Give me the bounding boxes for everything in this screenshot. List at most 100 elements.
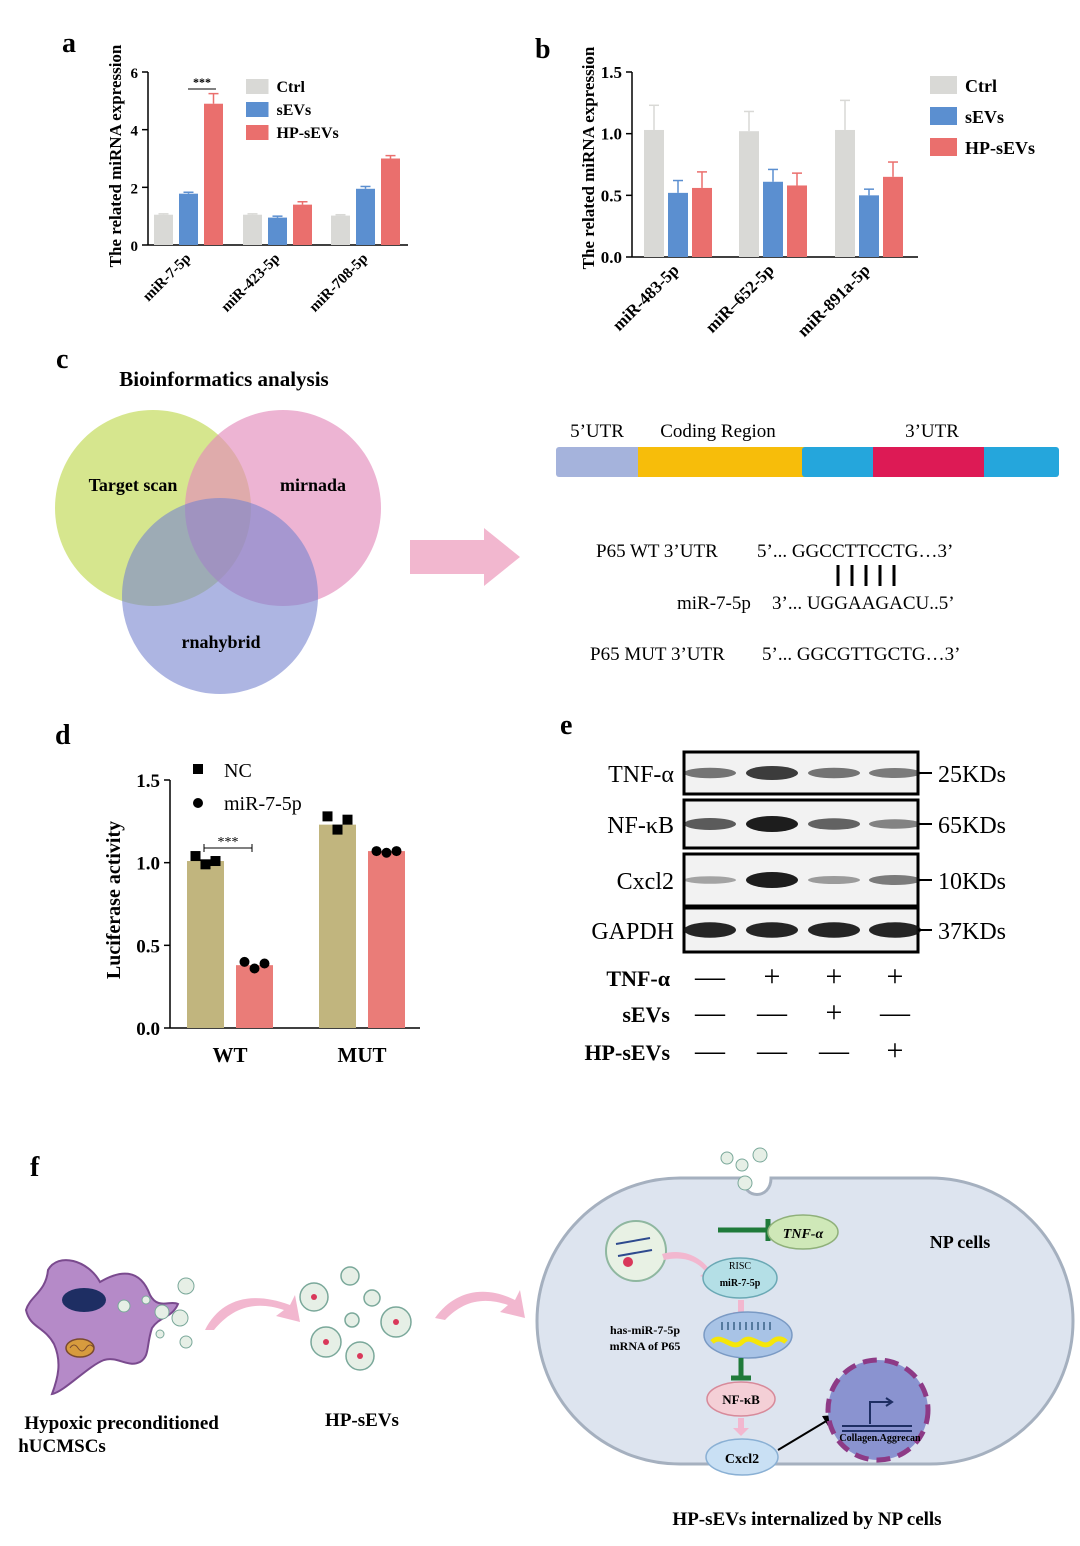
mrna-complex — [703, 1311, 793, 1359]
blot-band — [808, 818, 860, 830]
arrow-c — [410, 528, 520, 586]
blot-band — [746, 872, 798, 888]
nfkb-label: NF-κB — [722, 1392, 760, 1407]
chart-d-annotation: *** — [218, 835, 239, 850]
treatment-label: sEVs — [622, 1002, 670, 1027]
risc-mir-label: miR-7-5p — [720, 1278, 761, 1289]
hp-sevs-label: HP-sEVs — [325, 1410, 399, 1431]
data-point-nc — [210, 856, 221, 867]
mir-label: miR-7-5p — [677, 593, 751, 614]
bar-sevs — [859, 195, 879, 257]
data-point-mir — [381, 847, 392, 858]
bar-hp-sevs — [381, 158, 400, 245]
utr-bar: 5’UTR Coding Region 3’UTR — [556, 421, 1059, 477]
bar-sevs — [356, 188, 375, 245]
utr-label-coding: Coding Region — [660, 421, 776, 442]
y-tick-label: 1.0 — [601, 125, 622, 144]
tnf-ellipse — [767, 1214, 839, 1250]
plus-sign: + — [887, 960, 904, 993]
chart-a-significance: *** — [188, 75, 216, 90]
chart-d-significance: *** — [203, 835, 253, 852]
legend-label: sEVs — [277, 102, 312, 119]
blot-size-label: 37KDs — [938, 919, 1006, 945]
blot-band — [808, 922, 860, 938]
blot-band — [869, 819, 921, 829]
blot-band — [869, 768, 921, 778]
bar-ctrl — [644, 129, 664, 257]
legend-swatch-sevs — [246, 102, 269, 117]
minus-sign: — — [694, 960, 726, 993]
y-tick-label: 1.5 — [601, 63, 622, 82]
bar-nc — [319, 824, 356, 1028]
blot-band — [684, 922, 736, 938]
msc-cell-body — [24, 1259, 180, 1396]
chart-a-ylabel: The related miRNA expression — [106, 44, 125, 267]
legend-label: Ctrl — [965, 76, 997, 96]
legend-marker-nc — [193, 764, 203, 774]
nfkb-ellipse — [706, 1381, 776, 1417]
y-tick-label: 0.5 — [601, 186, 622, 205]
legend-marker-mir — [193, 798, 203, 808]
blot-band — [684, 767, 736, 779]
x-tick-label: miR-7-5p — [140, 251, 194, 305]
chart-d-ylabel: Luciferase activity — [103, 821, 125, 979]
blot-band — [869, 922, 921, 938]
panel-letter-a: a — [62, 28, 76, 59]
bar-ctrl — [331, 215, 350, 245]
chart-b-ylabel: The related miRNA expression — [579, 46, 598, 269]
blot-band — [808, 876, 860, 884]
blot-size-label: 25KDs — [938, 762, 1006, 788]
mir-sequence: 3’... UGGAAGACU..5’ — [772, 593, 955, 614]
bar-sevs — [668, 192, 688, 257]
utr-label-3: 3’UTR — [905, 421, 959, 442]
blot-band — [746, 922, 798, 938]
panel-letter-d: d — [55, 720, 71, 751]
np-cell-membrane — [535, 1176, 1075, 1466]
minus-sign: — — [694, 1034, 726, 1067]
blot-protein-label: NF-κB — [607, 813, 674, 839]
panel-f-caption: HP-sEVs internalized by NP cells — [672, 1509, 941, 1530]
bar-hp-sevs — [293, 204, 312, 245]
blot-protein-label: GAPDH — [591, 919, 674, 945]
panel-c-title: Bioinformatics analysis — [119, 367, 328, 391]
data-point-nc — [200, 859, 211, 870]
risc-complex — [702, 1257, 778, 1299]
bar-hp-sevs — [787, 185, 807, 257]
panel-c: Bioinformatics analysis Target scan mirn… — [55, 367, 1059, 694]
bar-ctrl — [835, 129, 855, 257]
data-point-mir — [259, 958, 270, 969]
panel-letter-c: c — [56, 344, 68, 375]
venn-label-mirnada: mirnada — [280, 475, 346, 495]
arrow-f1 — [205, 1295, 300, 1330]
blot-band — [684, 818, 736, 830]
plus-sign: + — [826, 996, 843, 1029]
np-cell: NP cells TNF-α RISC miR-7-5p has-miR-7-5… — [535, 1147, 1075, 1476]
utr-label-5: 5’UTR — [570, 421, 624, 442]
chart-b: The related miRNA expression 0.00.51.01.… — [579, 46, 1035, 341]
y-tick-label: 1.5 — [136, 771, 160, 792]
gene-icon — [842, 1397, 912, 1432]
bar-mir-7-5p — [368, 851, 405, 1028]
legend-label: HP-sEVs — [965, 138, 1035, 158]
blot-band — [684, 876, 736, 884]
mrna-label: mRNA of P65 — [610, 1339, 681, 1353]
legend-swatch-ctrl — [246, 79, 269, 94]
legend-swatch-sevs — [930, 107, 957, 125]
secreted-vesicles — [117, 1277, 195, 1349]
plus-sign: + — [826, 960, 843, 993]
legend-label: NC — [224, 760, 252, 782]
blot-band — [746, 766, 798, 780]
gene-label: Collagen.Aggrecan — [839, 1433, 921, 1444]
tnf-label: TNF-α — [783, 1227, 824, 1242]
arrow-f2 — [435, 1290, 525, 1320]
x-tick-label: miR–652-5p — [702, 260, 778, 336]
blot-protein-label: Cxcl2 — [617, 869, 674, 895]
cxcl2-label: Cxcl2 — [725, 1452, 759, 1467]
y-tick-label: 4 — [131, 124, 139, 140]
mut-sequence: 5’... GGCGTTGCTG…3’ — [762, 644, 960, 665]
msc-label: Hypoxic preconditioned hUCMSCs — [18, 1413, 223, 1457]
